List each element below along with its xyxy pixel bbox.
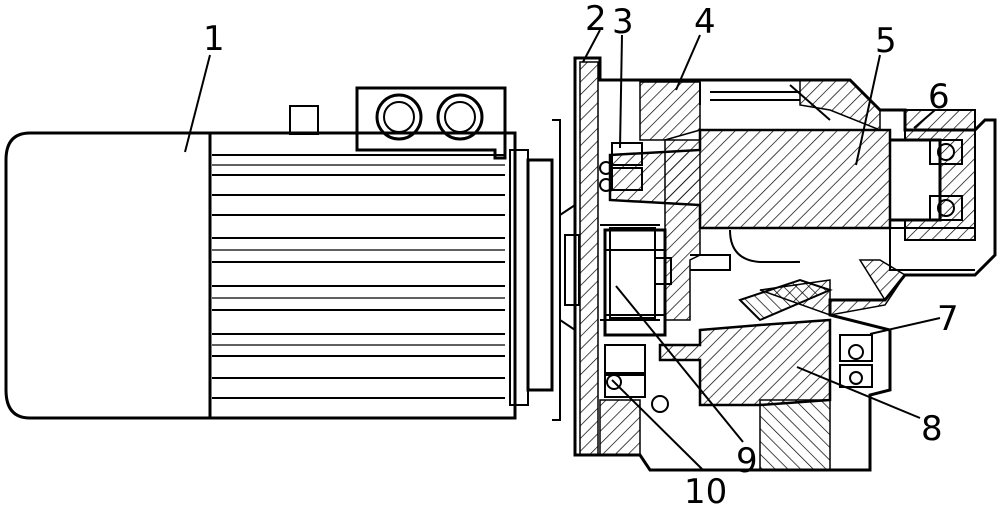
motor-body [4,86,561,421]
callout-7: 7 [937,299,959,339]
callout-10: 10 [684,472,727,512]
output-shaft [608,109,976,271]
cable-gland-right [436,93,484,141]
callouts: 1 2 3 4 5 6 7 8 9 10 [203,0,959,512]
callout-5: 5 [875,21,897,61]
callout-3: 3 [612,2,634,42]
callout-9: 9 [736,441,758,481]
intermediate-shaft [658,278,833,407]
callout-6: 6 [928,77,950,117]
callout-4: 4 [694,2,716,42]
motor-cooling-fins [212,154,505,399]
callout-1: 1 [203,19,225,59]
pinion-gear [603,228,672,337]
cable-gland-left [375,93,423,141]
gearbox-housing [559,56,997,472]
bearing-7 [839,334,873,388]
callout-2: 2 [585,0,607,39]
bearing-3 [599,142,643,192]
leader-lines [184,29,941,471]
bearing-6 [929,139,963,221]
callout-8: 8 [921,409,943,449]
bearing-10 [604,344,669,413]
